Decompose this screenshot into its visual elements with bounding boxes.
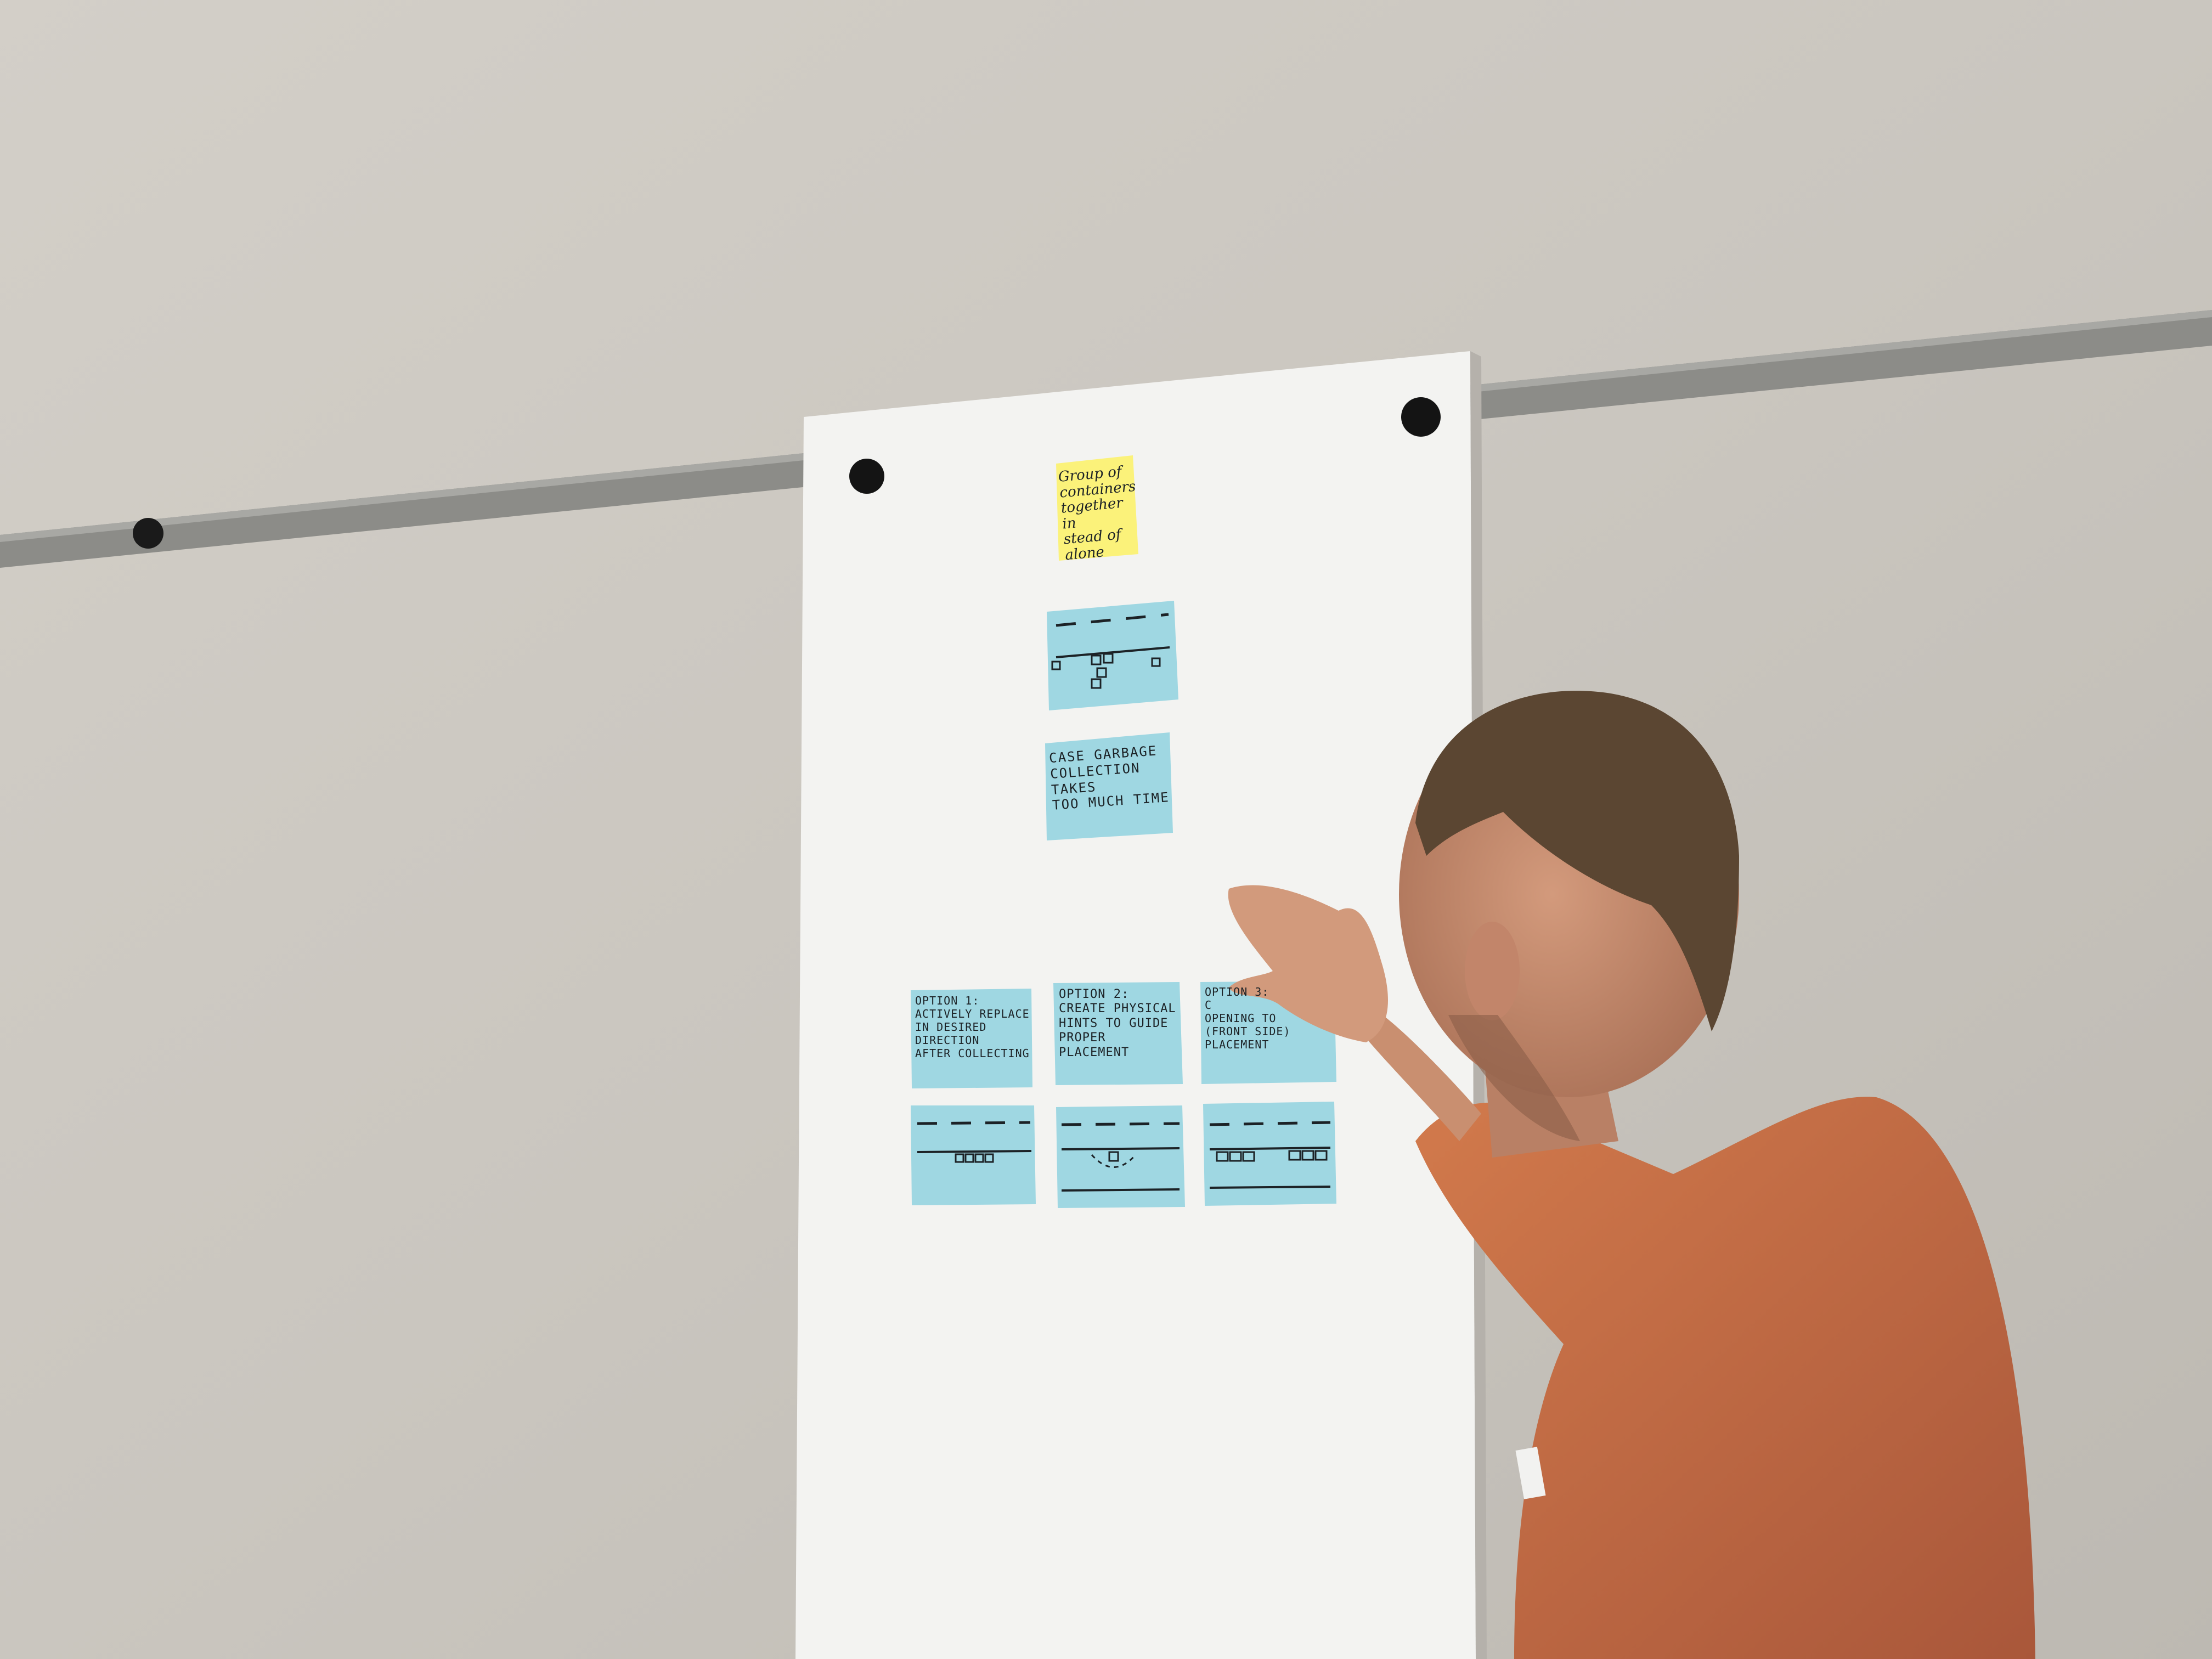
sticky-note-road-sketch xyxy=(1047,601,1178,710)
sticky-note-problem xyxy=(1045,732,1173,840)
sticky-note-sketch-3 xyxy=(1203,1102,1336,1206)
hand xyxy=(1228,885,1388,1042)
rail-magnet-left xyxy=(133,518,163,549)
sticky-note-option-2 xyxy=(1053,982,1183,1085)
sticky-note-sketch-1 xyxy=(911,1105,1036,1205)
sticky-note-yellow xyxy=(1056,455,1138,561)
sticky-note-sketch-2 xyxy=(1056,1105,1185,1208)
yellow-note-text: Group of containers together in stead of… xyxy=(1057,463,1137,564)
option-2-text: OPTION 2: CREATE PHYSICAL HINTS TO GUIDE… xyxy=(1059,988,1176,1059)
sticky-note-option-1 xyxy=(911,989,1032,1088)
name-tag xyxy=(1515,1447,1546,1499)
ear xyxy=(1465,922,1520,1020)
beard xyxy=(1448,1015,1580,1141)
option-3-text: OPTION 3: C OPENING TO (FRONT SIDE) PLAC… xyxy=(1205,985,1291,1051)
arm xyxy=(1361,1015,1481,1141)
hair xyxy=(1415,691,1739,1031)
person xyxy=(1228,691,2035,1659)
sweater xyxy=(1415,1097,2035,1659)
problem-note-text: CASE GARBAGE COLLECTION TAKES TOO MUCH T… xyxy=(1048,743,1170,814)
option-1-text: OPTION 1: ACTIVELY REPLACE IN DESIRED DI… xyxy=(915,994,1030,1060)
paper-magnet-left xyxy=(849,459,884,494)
paper-magnet-right xyxy=(1401,397,1441,437)
